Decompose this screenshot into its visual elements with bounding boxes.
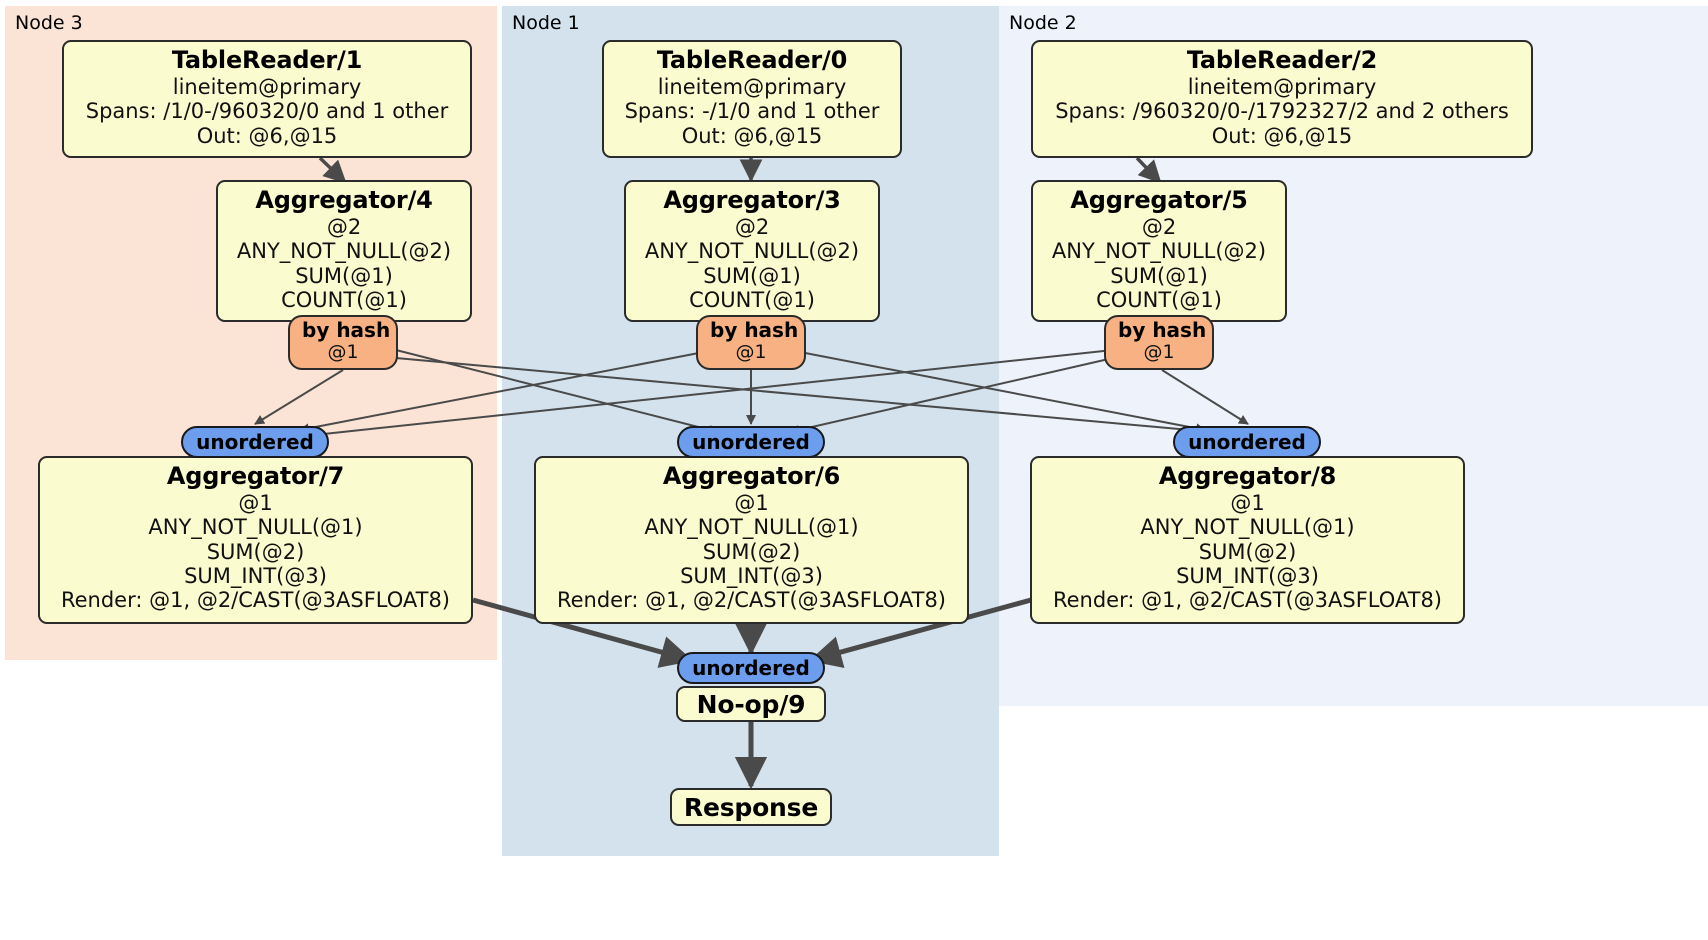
processor-line: ANY_NOT_NULL(@1) [1140,515,1355,540]
processor-title: TableReader/1 [171,46,363,74]
processor-no-op-9[interactable]: No-op/9 [676,686,826,722]
processor-line: ANY_NOT_NULL(@2) [644,239,860,264]
processor-line: COUNT(@1) [689,287,815,312]
processor-aggregator-6[interactable]: Aggregator/6 @1 ANY_NOT_NULL(@1) SUM(@2)… [534,456,969,624]
processor-title: Aggregator/4 [255,186,433,214]
synchronizer-unordered-final[interactable]: unordered [677,652,825,684]
processor-line: Render: @1, @2/CAST(@3ASFLOAT8) [556,588,947,613]
processor-line: COUNT(@1) [1096,287,1222,312]
processor-line: SUM(@1) [295,263,393,288]
processor-aggregator-4[interactable]: Aggregator/4 @2 ANY_NOT_NULL(@2) SUM(@1)… [216,180,472,322]
processor-title: TableReader/2 [1186,46,1378,74]
synchronizer-unordered-aggregator-7[interactable]: unordered [181,426,329,458]
synchronizer-unordered-aggregator-6[interactable]: unordered [677,426,825,458]
processor-line: lineitem@primary [172,74,362,99]
router-by-hash-aggregator-5[interactable]: by hash @1 [1104,315,1214,370]
router-label: by hash [1118,318,1207,342]
router-column: @1 [327,340,359,363]
processor-line: Render: @1, @2/CAST(@3ASFLOAT8) [1052,588,1443,613]
processor-title: Aggregator/3 [663,186,841,214]
processor-line: COUNT(@1) [281,287,407,312]
router-by-hash-aggregator-3[interactable]: by hash @1 [696,315,806,370]
processor-line: @2 [1141,214,1177,239]
processor-line: Out: @6,@15 [1211,123,1353,148]
processor-line: lineitem@primary [657,74,847,99]
processor-line: @2 [326,214,362,239]
processor-line: SUM_INT(@3) [680,563,823,588]
processor-line: SUM(@2) [206,539,305,564]
processor-line: Spans: /960320/0-/1792327/2 and 2 others [1055,99,1509,124]
router-by-hash-aggregator-4[interactable]: by hash @1 [288,315,398,370]
processor-line: ANY_NOT_NULL(@1) [148,515,363,540]
router-column: @1 [1143,340,1175,363]
processor-title: Aggregator/7 [166,462,345,490]
processor-aggregator-5[interactable]: Aggregator/5 @2 ANY_NOT_NULL(@2) SUM(@1)… [1031,180,1287,322]
processor-line: Out: @6,@15 [681,123,823,148]
processor-line: ANY_NOT_NULL(@2) [1051,239,1267,264]
panel-node-3-label: Node 3 [15,12,83,34]
processor-title: Response [683,793,819,822]
processor-line: @1 [1230,490,1265,515]
processor-line: ANY_NOT_NULL(@2) [236,239,452,264]
processor-response[interactable]: Response [670,788,832,826]
processor-title: Aggregator/8 [1158,462,1337,490]
processor-title: No-op/9 [696,690,806,719]
processor-line: lineitem@primary [1187,74,1377,99]
processor-line: ANY_NOT_NULL(@1) [644,515,859,540]
processor-line: @2 [734,214,770,239]
processor-aggregator-8[interactable]: Aggregator/8 @1 ANY_NOT_NULL(@1) SUM(@2)… [1030,456,1465,624]
processor-line: Spans: /1/0-/960320/0 and 1 other [85,99,449,124]
processor-line: SUM(@1) [703,263,801,288]
processor-line: Render: @1, @2/CAST(@3ASFLOAT8) [60,588,451,613]
processor-title: Aggregator/6 [662,462,841,490]
processor-table-reader-1[interactable]: TableReader/1 lineitem@primary Spans: /1… [62,40,472,158]
processor-line: Out: @6,@15 [196,123,338,148]
processor-title: TableReader/0 [656,46,848,74]
processor-line: SUM(@2) [702,539,801,564]
processor-line: @1 [734,490,769,515]
synchronizer-unordered-aggregator-8[interactable]: unordered [1173,426,1321,458]
processor-line: SUM(@1) [1110,263,1208,288]
processor-table-reader-2[interactable]: TableReader/2 lineitem@primary Spans: /9… [1031,40,1533,158]
router-label: by hash [302,318,391,342]
router-label: by hash [710,318,799,342]
processor-line: SUM(@2) [1198,539,1297,564]
panel-node-2-label: Node 2 [1009,12,1077,34]
processor-line: SUM_INT(@3) [184,563,327,588]
processor-title: Aggregator/5 [1070,186,1248,214]
processor-line: SUM_INT(@3) [1176,563,1319,588]
panel-node-1-label: Node 1 [512,12,580,34]
processor-line: Spans: -/1/0 and 1 other [624,99,880,124]
processor-table-reader-0[interactable]: TableReader/0 lineitem@primary Spans: -/… [602,40,902,158]
router-column: @1 [735,340,767,363]
processor-line: @1 [238,490,273,515]
processor-aggregator-7[interactable]: Aggregator/7 @1 ANY_NOT_NULL(@1) SUM(@2)… [38,456,473,624]
processor-aggregator-3[interactable]: Aggregator/3 @2 ANY_NOT_NULL(@2) SUM(@1)… [624,180,880,322]
